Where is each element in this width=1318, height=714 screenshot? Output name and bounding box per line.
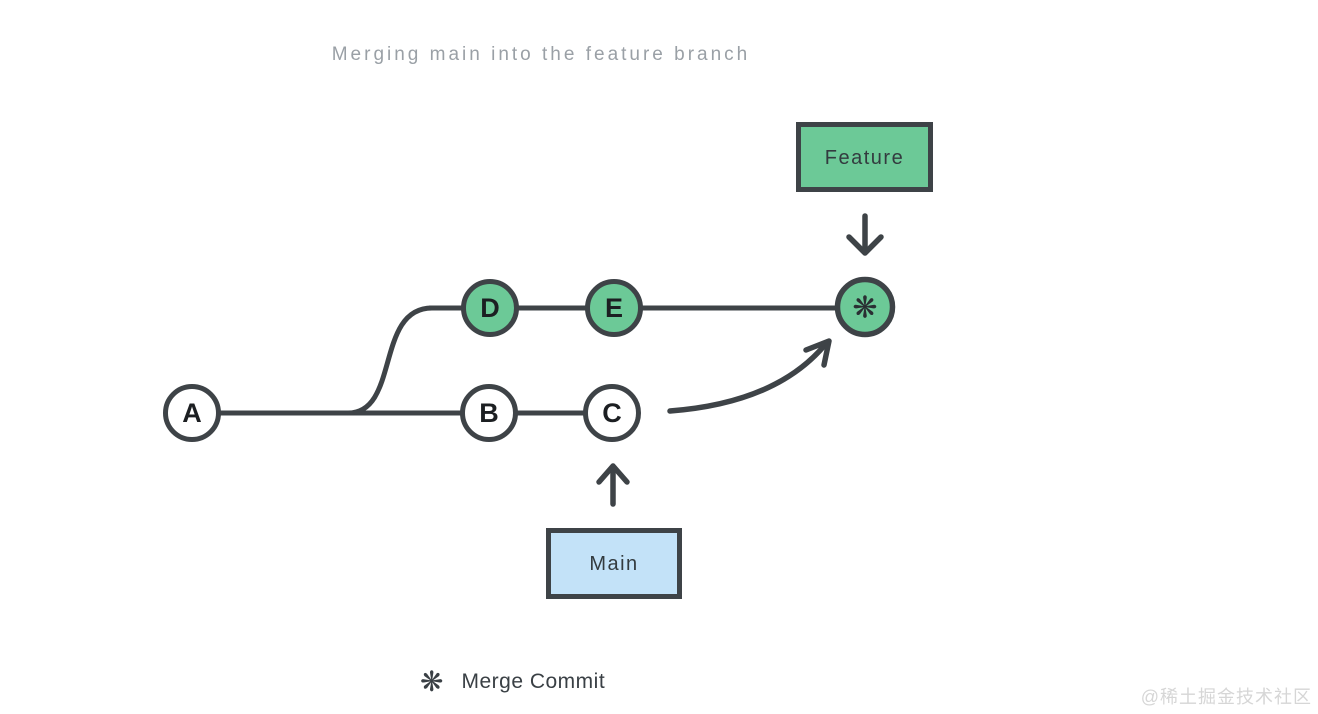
page-title: Merging main into the feature branch bbox=[331, 44, 751, 65]
feature-arrow-head bbox=[846, 234, 884, 256]
commit-node-c: C bbox=[583, 384, 641, 442]
watermark: @稀土掘金技术社区 bbox=[1140, 687, 1312, 707]
feature-pointer-arrow bbox=[846, 213, 884, 256]
commit-label-d: D bbox=[480, 293, 500, 323]
commit-circle-d bbox=[461, 279, 519, 337]
commit-circle-c bbox=[583, 384, 641, 442]
commit-label-a: A bbox=[182, 398, 202, 428]
main-branch-box: Main bbox=[546, 528, 682, 599]
merge-commit-icon: ❋ bbox=[420, 665, 444, 698]
main-box-label: Main bbox=[589, 553, 638, 575]
merge-commit-icon: ❋ bbox=[852, 291, 877, 326]
branch-fork-curve bbox=[345, 305, 435, 416]
commit-label-b: B bbox=[479, 398, 499, 428]
commit-circle-b bbox=[460, 384, 518, 442]
commit-node-d: D bbox=[461, 279, 519, 337]
legend: ❋ Merge Commit bbox=[420, 668, 605, 696]
merge-arrow bbox=[667, 338, 832, 414]
merge-arrow-head bbox=[803, 338, 832, 368]
merge-arrow-curve bbox=[667, 343, 827, 414]
commit-node-b: B bbox=[460, 384, 518, 442]
commit-label-e: E bbox=[605, 293, 623, 323]
commit-circle-a bbox=[163, 384, 221, 442]
commit-label-c: C bbox=[602, 398, 622, 428]
main-arrow-head bbox=[596, 463, 630, 485]
main-box-rect bbox=[546, 528, 682, 599]
legend-label: Merge Commit bbox=[461, 670, 606, 693]
feature-branch-box: Feature bbox=[796, 122, 933, 192]
merge-commit-node: ❋ bbox=[834, 276, 896, 338]
commit-node-e: E bbox=[585, 279, 643, 337]
feature-box-label: Feature bbox=[825, 147, 904, 169]
feature-box-rect bbox=[796, 122, 933, 192]
commit-node-a: A bbox=[163, 384, 221, 442]
main-pointer-arrow bbox=[596, 463, 630, 507]
merge-commit-circle bbox=[834, 276, 896, 338]
commit-circle-e bbox=[585, 279, 643, 337]
